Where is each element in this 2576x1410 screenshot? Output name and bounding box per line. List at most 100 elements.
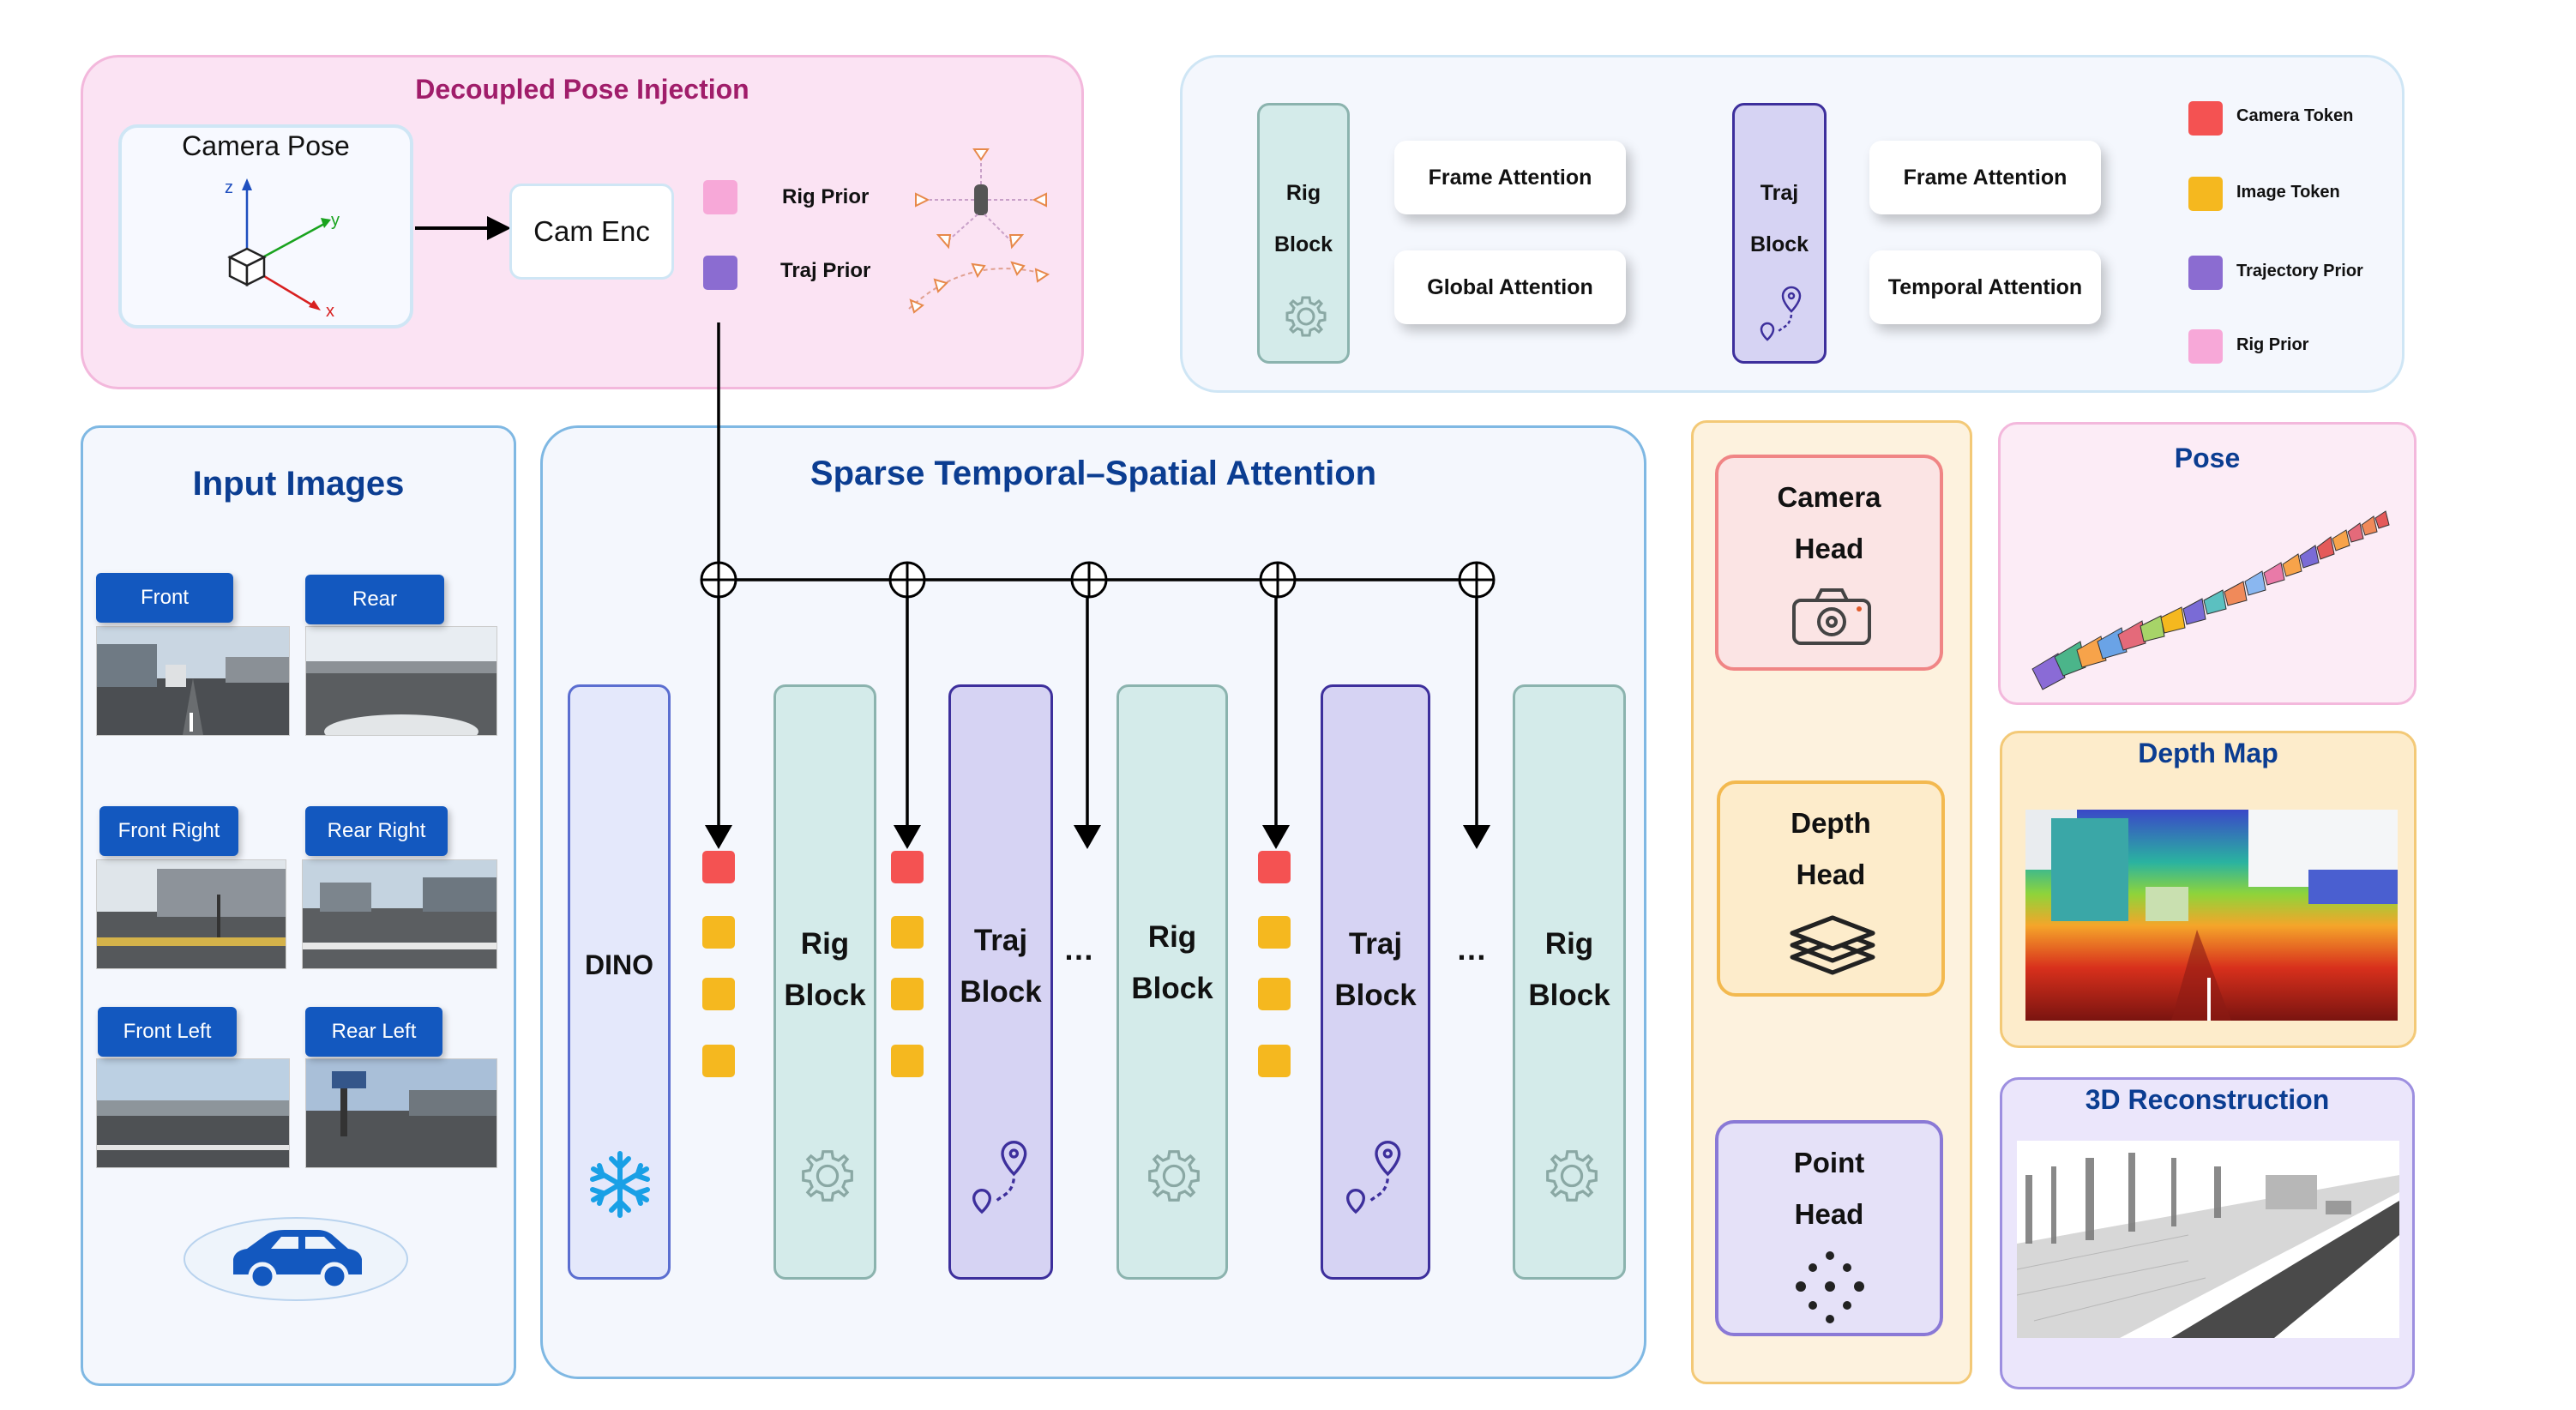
front-right-image — [96, 859, 286, 969]
rig-prior-swatch — [703, 180, 737, 214]
input-images-title: Input Images — [192, 465, 405, 503]
traj-block-2: Traj Block — [1321, 684, 1430, 1280]
rig-block-2-label-1: Rig — [1147, 920, 1197, 954]
camera-head: Camera Head — [1715, 455, 1943, 671]
legend-temporal-attention-label: Temporal Attention — [1887, 274, 2083, 299]
rig-prior-label: Rig Prior — [782, 185, 870, 208]
legend-frame-attention-rig: Frame Attention — [1394, 141, 1626, 214]
point-head-label-1: Point — [1793, 1147, 1865, 1178]
legend-rig-prior-label: Rig Prior — [2236, 335, 2309, 354]
rig-block-3-label-2: Block — [1528, 979, 1610, 1012]
image-token-3a — [1258, 916, 1291, 949]
legend-traj-block-label-2: Block — [1749, 232, 1809, 256]
snowflake-icon — [590, 1151, 650, 1218]
trajectory-pin-icon — [1760, 286, 1802, 341]
rear-right-image — [302, 859, 497, 969]
gear-icon — [802, 1150, 853, 1202]
axis-z-label: z — [225, 178, 233, 197]
trajectory-pin-icon — [972, 1140, 1027, 1214]
trajectory-pin-icon — [1345, 1140, 1401, 1214]
pose-output-title: Pose — [2174, 443, 2241, 473]
front-left-tag: Front Left — [98, 1007, 237, 1057]
image-token-2b — [891, 978, 924, 1010]
legend-rig-block-label-1: Rig — [1285, 181, 1321, 205]
front-image — [96, 626, 290, 736]
sparse-attention-title: Sparse Temporal–Spatial Attention — [810, 455, 1377, 492]
legend-global-attention-label: Global Attention — [1427, 274, 1593, 299]
rig-block-1-label-2: Block — [784, 979, 866, 1012]
pose-injection-title: Decoupled Pose Injection — [415, 74, 749, 105]
rear-right-tag: Rear Right — [305, 806, 448, 856]
legend-frame-attention-traj: Frame Attention — [1869, 141, 2101, 214]
image-token-1a — [702, 916, 735, 949]
camera-token-2 — [891, 851, 924, 883]
legend-rig-block-label-2: Block — [1273, 232, 1333, 256]
camera-pose-label: Camera Pose — [182, 130, 350, 161]
traj-block-2-label-1: Traj — [1348, 927, 1403, 961]
rear-left-tag: Rear Left — [305, 1007, 442, 1057]
rear-left-image — [305, 1058, 497, 1168]
depth-head-label-1: Depth — [1791, 807, 1871, 839]
image-token-3b — [1258, 978, 1291, 1010]
traj-block-2-label-2: Block — [1334, 979, 1417, 1012]
legend-rig-block: Rig Block — [1257, 103, 1350, 364]
rig-block-3-label-1: Rig — [1544, 927, 1594, 961]
legend-camera-token-label: Camera Token — [2236, 106, 2354, 125]
rig-block-1: Rig Block — [773, 684, 876, 1280]
legend-swatch-rig-prior — [2188, 329, 2223, 364]
rig-block-2: Rig Block — [1116, 684, 1228, 1280]
rig-block-1-label-1: Rig — [800, 927, 850, 961]
image-token-1c — [702, 1045, 735, 1077]
point-head-label-2: Head — [1794, 1198, 1864, 1230]
legend-swatch-trajectory-prior — [2188, 256, 2223, 290]
image-token-1b — [702, 978, 735, 1010]
axis-y-label: y — [331, 211, 340, 230]
depth-head: Depth Head — [1717, 780, 1945, 997]
reconstruction-output-title: 3D Reconstruction — [2085, 1084, 2330, 1115]
legend-frame-attention-traj-label: Frame Attention — [1903, 165, 2067, 190]
camera-token-1 — [702, 851, 735, 883]
camera-token-3 — [1258, 851, 1291, 883]
legend-global-attention: Global Attention — [1394, 250, 1626, 324]
gear-icon — [1546, 1150, 1598, 1202]
rig-block-2-label-2: Block — [1131, 972, 1213, 1005]
depth-head-label-2: Head — [1796, 859, 1866, 890]
arrow-to-cam-enc — [415, 216, 511, 240]
traj-prior-label: Traj Prior — [780, 259, 871, 282]
front-tag: Front — [96, 573, 233, 623]
traj-block-1-label-2: Block — [960, 975, 1042, 1009]
cam-enc-label: Cam Enc — [533, 215, 650, 247]
depth-map-visual — [2025, 810, 2398, 1021]
front-left-image — [96, 1058, 290, 1168]
rear-image — [305, 626, 497, 736]
gear-icon — [1285, 296, 1327, 337]
layers-icon — [1790, 915, 1875, 975]
ellipsis-2: … — [1456, 931, 1487, 967]
front-right-tag: Front Right — [99, 806, 238, 856]
car-icon — [184, 1217, 408, 1301]
camera-pose-box — [118, 124, 413, 328]
traj-block-1-label-1: Traj — [973, 924, 1028, 957]
legend-swatch-image-token — [2188, 177, 2223, 211]
legend-frame-attention-rig-label: Frame Attention — [1428, 165, 1592, 190]
rig-prior-illustration — [915, 148, 1047, 250]
camera-head-label-1: Camera — [1777, 481, 1881, 513]
pose-trajectory-visual — [2031, 510, 2390, 690]
point-head: Point Head — [1715, 1120, 1943, 1336]
rig-block-3: Rig Block — [1513, 684, 1626, 1280]
legend-swatch-camera-token — [2188, 101, 2223, 136]
axis-x-label: x — [326, 302, 334, 321]
dino-label: DINO — [585, 949, 653, 980]
camera-icon — [1792, 588, 1871, 645]
dino-block: DINO — [568, 684, 671, 1280]
legend-temporal-attention: Temporal Attention — [1869, 250, 2101, 324]
reconstruction-visual — [2017, 1141, 2399, 1338]
depth-map-output-title: Depth Map — [2138, 738, 2278, 768]
camera-head-label-2: Head — [1794, 533, 1864, 564]
legend-traj-block-label-1: Traj — [1760, 181, 1799, 205]
coordinate-axes-icon — [227, 178, 331, 310]
legend-traj-block: Traj Block — [1732, 103, 1827, 364]
image-token-3c — [1258, 1045, 1291, 1077]
